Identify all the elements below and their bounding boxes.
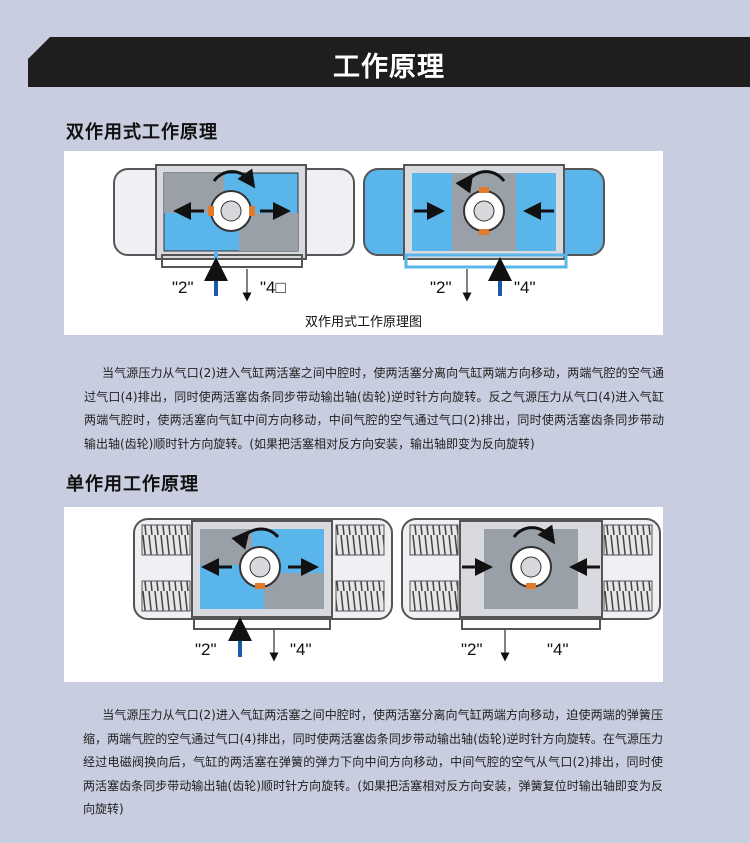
single-right-port-4: "4" xyxy=(547,640,569,659)
double-acting-paragraph: 当气源压力从气口(2)进入气缸两活塞之间中腔时，使两活塞分离向气缸两端方向移动，… xyxy=(84,366,664,451)
single-left-port-2: "2" xyxy=(195,640,217,659)
double-right-port-4: "4" xyxy=(514,278,536,297)
single-right-cylinder xyxy=(401,518,661,662)
double-left-port-2: "2" xyxy=(172,278,194,297)
double-acting-caption: 双作用式工作原理图 xyxy=(304,315,422,330)
single-left-cylinder xyxy=(133,518,393,662)
single-left-port-4: "4" xyxy=(290,640,312,659)
single-acting-diagram: "2" "4" "2" "4" xyxy=(64,507,663,682)
single-acting-diagram-svg xyxy=(133,518,661,662)
double-right-cylinder xyxy=(363,164,605,302)
double-left-port-4: "4□ xyxy=(260,278,286,297)
double-right-port-2: "2" xyxy=(430,278,452,297)
single-right-port-2: "2" xyxy=(461,640,483,659)
double-acting-diagram-svg xyxy=(113,164,605,302)
single-acting-paragraph: 当气源压力从气口(2)进入气缸两活塞之间中腔时，使两活塞分离向气缸两端方向移动，… xyxy=(83,708,663,816)
double-acting-diagram: "2" "4□ "2" "4" 双作用式工作原理图 xyxy=(64,151,663,335)
double-left-cylinder xyxy=(113,164,355,302)
title-banner: 工作原理 xyxy=(28,37,750,87)
single-acting-heading: 单作用工作原理 xyxy=(66,474,199,495)
banner-title: 工作原理 xyxy=(333,52,445,83)
double-acting-heading: 双作用式工作原理 xyxy=(66,122,218,143)
